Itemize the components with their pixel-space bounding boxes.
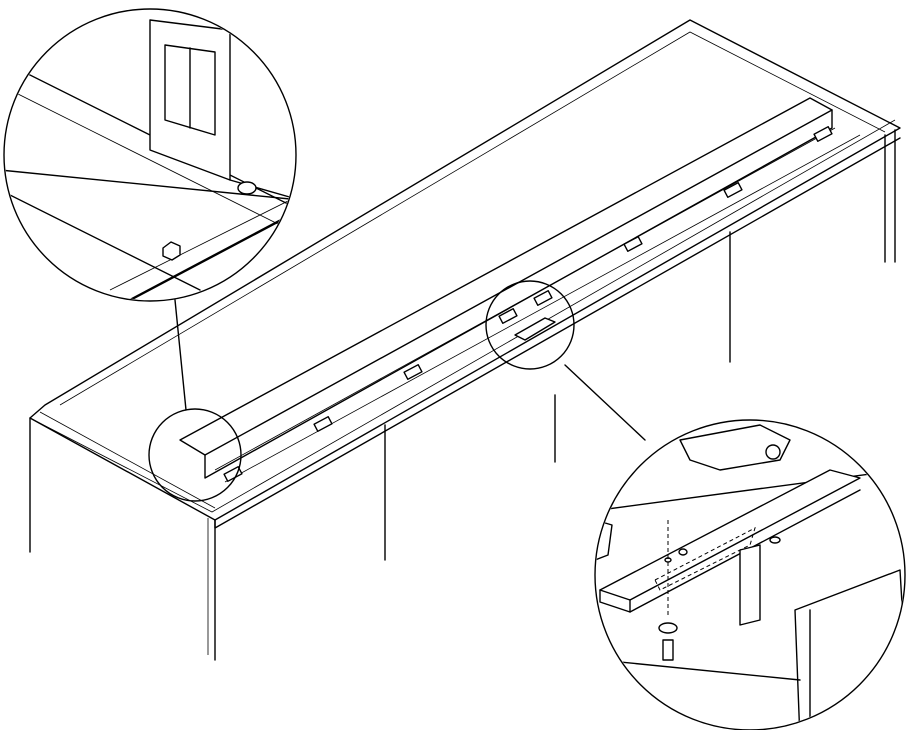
detail-view-connector (594, 419, 906, 730)
runners (223, 126, 833, 482)
callout-circle-corner (148, 408, 242, 502)
leader-line-1 (174, 299, 187, 411)
leader-line-2 (564, 364, 646, 441)
door-edges (384, 231, 731, 561)
detail-view-rail-end (3, 8, 297, 302)
top-rail (179, 97, 861, 483)
cabinet-sides (29, 129, 896, 661)
joint-plate (514, 317, 556, 341)
callout-circle-joint (485, 280, 575, 370)
